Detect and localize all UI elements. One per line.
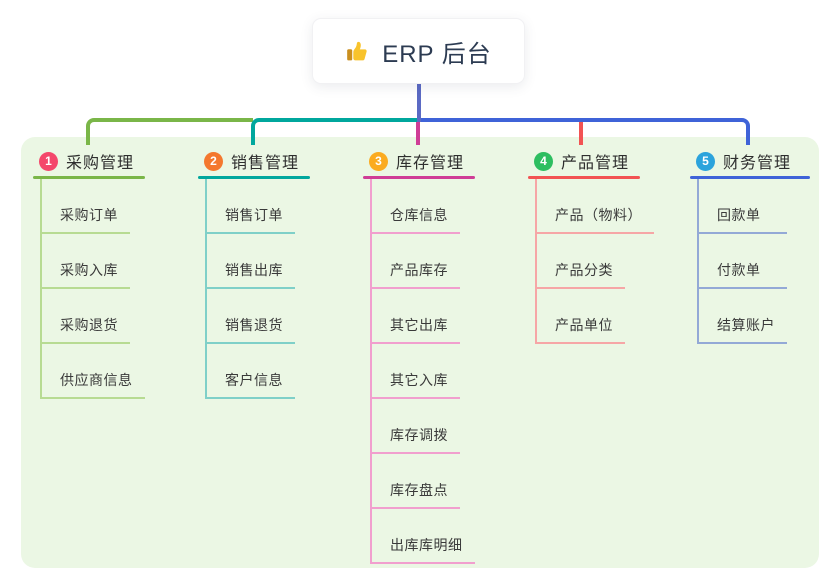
children-group: 采购订单 采购入库 采购退货 供应商信息: [40, 179, 145, 399]
child-node-label: 采购订单: [60, 207, 118, 223]
branch-title-label: 产品管理: [561, 155, 630, 172]
branches-panel: [21, 137, 819, 568]
child-node-inventory-1[interactable]: 仓库信息: [372, 179, 460, 234]
child-node-finance-1[interactable]: 回款单: [699, 179, 787, 234]
child-node-finance-2[interactable]: 付款单: [699, 234, 787, 289]
branch-title-purchase[interactable]: 1 采购管理: [33, 150, 145, 172]
branch-column-finance: 5 财务管理 回款单 付款单 结算账户: [690, 150, 810, 344]
branch-title-label: 销售管理: [231, 155, 300, 172]
branch-title-finance[interactable]: 5 财务管理: [690, 150, 810, 172]
child-node-inventory-5[interactable]: 库存调拨: [372, 399, 460, 454]
connector-drop-inventory: [416, 122, 420, 145]
child-node-label: 仓库信息: [390, 207, 448, 223]
child-node-label: 回款单: [717, 207, 761, 223]
root-node-label: ERP 后台: [382, 40, 492, 68]
child-node-label: 付款单: [717, 262, 761, 278]
child-node-sales-4[interactable]: 客户信息: [207, 344, 295, 399]
branch-column-sales: 2 销售管理 销售订单 销售出库 销售退货 客户信息: [198, 150, 310, 399]
branch-title-inventory[interactable]: 3 库存管理: [363, 150, 475, 172]
connector-elbow-sales: [251, 118, 419, 145]
child-node-inventory-2[interactable]: 产品库存: [372, 234, 460, 289]
connector-elbow-finance: [419, 118, 750, 145]
branch-column-inventory: 3 库存管理 仓库信息 产品库存 其它出库 其它入库 库存调拨 库存盘点 出库库…: [363, 150, 475, 564]
connector-root-drop: [417, 84, 421, 122]
child-node-purchase-3[interactable]: 采购退货: [42, 289, 130, 344]
child-node-inventory-6[interactable]: 库存盘点: [372, 454, 460, 509]
root-node-erp[interactable]: ERP 后台: [312, 18, 525, 84]
branch-title-sales[interactable]: 2 销售管理: [198, 150, 310, 172]
branch-underline: [363, 176, 475, 179]
child-node-product-3[interactable]: 产品单位: [537, 289, 625, 344]
children-group: 回款单 付款单 结算账户: [697, 179, 810, 344]
child-node-purchase-1[interactable]: 采购订单: [42, 179, 130, 234]
child-node-label: 销售退货: [225, 317, 283, 333]
child-node-product-1[interactable]: 产品（物料）: [537, 179, 654, 234]
child-node-sales-2[interactable]: 销售出库: [207, 234, 295, 289]
branch-number-badge: 3: [369, 151, 388, 171]
child-node-label: 产品库存: [390, 262, 448, 278]
branch-underline: [198, 176, 310, 179]
child-node-label: 产品分类: [555, 262, 613, 278]
branch-column-purchase: 1 采购管理 采购订单 采购入库 采购退货 供应商信息: [33, 150, 145, 399]
child-node-label: 结算账户: [717, 317, 775, 333]
branch-underline: [690, 176, 810, 179]
thumbs-up-icon: [347, 41, 367, 61]
child-node-product-2[interactable]: 产品分类: [537, 234, 625, 289]
branch-title-label: 采购管理: [66, 155, 135, 172]
child-node-label: 采购入库: [60, 262, 118, 278]
child-node-label: 其它入库: [390, 372, 448, 388]
child-node-label: 销售出库: [225, 262, 283, 278]
children-group: 仓库信息 产品库存 其它出库 其它入库 库存调拨 库存盘点 出库库明细: [370, 179, 475, 564]
branch-underline: [528, 176, 640, 179]
child-node-label: 采购退货: [60, 317, 118, 333]
children-group: 产品（物料） 产品分类 产品单位: [535, 179, 654, 344]
branch-title-product[interactable]: 4 产品管理: [528, 150, 654, 172]
branch-number-badge: 2: [204, 151, 223, 171]
child-node-sales-1[interactable]: 销售订单: [207, 179, 295, 234]
branch-column-product: 4 产品管理 产品（物料） 产品分类 产品单位: [528, 150, 654, 344]
branch-title-label: 财务管理: [723, 155, 792, 172]
connector-elbow-purchase: [86, 118, 253, 145]
child-node-inventory-3[interactable]: 其它出库: [372, 289, 460, 344]
branch-underline: [33, 176, 145, 179]
branch-title-label: 库存管理: [396, 155, 465, 172]
branch-number-badge: 1: [39, 151, 58, 171]
child-node-label: 产品单位: [555, 317, 613, 333]
child-node-label: 出库库明细: [390, 537, 463, 553]
child-node-inventory-7[interactable]: 出库库明细: [372, 509, 475, 564]
child-node-finance-3[interactable]: 结算账户: [699, 289, 787, 344]
child-node-purchase-2[interactable]: 采购入库: [42, 234, 130, 289]
branch-number-badge: 4: [534, 151, 553, 171]
child-node-label: 供应商信息: [60, 372, 133, 388]
child-node-purchase-4[interactable]: 供应商信息: [42, 344, 145, 399]
child-node-label: 客户信息: [225, 372, 283, 388]
child-node-label: 其它出库: [390, 317, 448, 333]
child-node-label: 产品（物料）: [555, 207, 642, 223]
branch-number-badge: 5: [696, 151, 715, 171]
child-node-inventory-4[interactable]: 其它入库: [372, 344, 460, 399]
child-node-label: 库存盘点: [390, 482, 448, 498]
children-group: 销售订单 销售出库 销售退货 客户信息: [205, 179, 310, 399]
child-node-sales-3[interactable]: 销售退货: [207, 289, 295, 344]
connector-drop-product: [579, 122, 583, 145]
child-node-label: 库存调拨: [390, 427, 448, 443]
child-node-label: 销售订单: [225, 207, 283, 223]
